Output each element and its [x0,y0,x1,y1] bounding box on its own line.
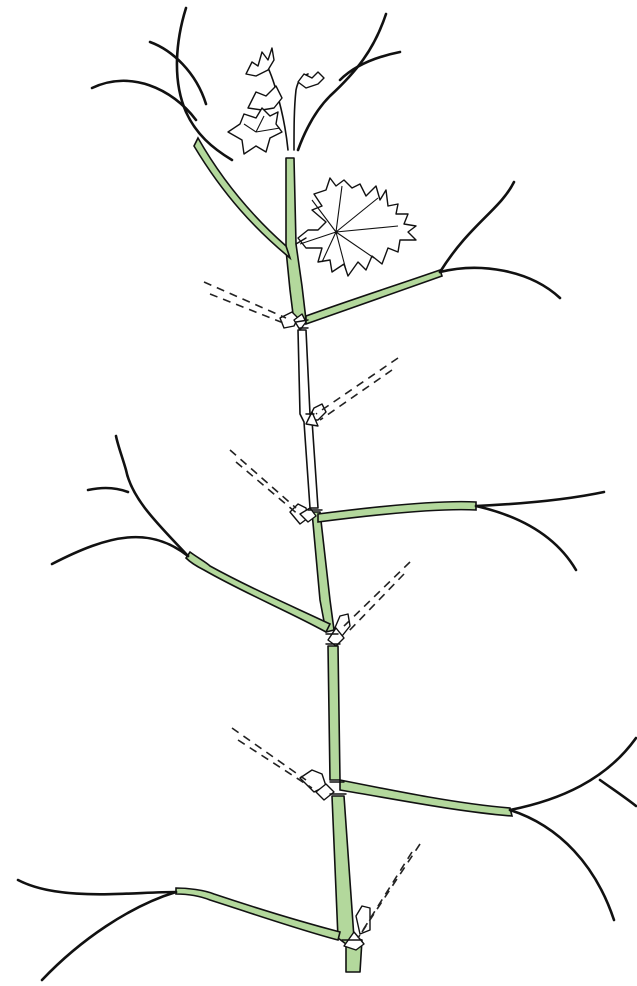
young-leaf-mid [248,86,282,110]
lateral-node-5 [340,738,636,920]
dashed-guides [204,282,420,938]
shoot-tip [228,48,324,154]
lateral-node-4 [52,436,330,632]
lateral-node-6 [18,880,340,980]
mature-leaf [296,178,416,276]
young-leaf-small [298,72,324,88]
lateral-node-3 [318,492,604,570]
